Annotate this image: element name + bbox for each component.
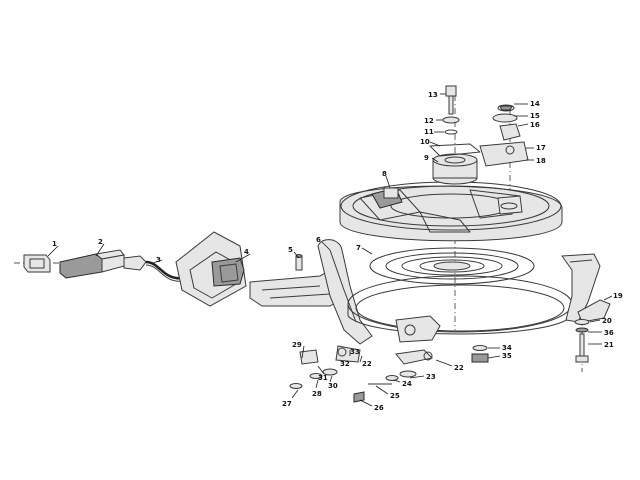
callout-20: 20 [602, 317, 612, 325]
part-10-plate [429, 143, 481, 157]
callout-19: 19 [613, 292, 623, 300]
part-5-pin [295, 254, 303, 271]
callout-24: 24 [402, 380, 412, 388]
callout-22a: 22 [454, 364, 464, 372]
callout-17: 17 [536, 144, 546, 152]
callout-16: 16 [530, 121, 540, 129]
callout-32: 32 [340, 360, 350, 368]
callout-12: 12 [424, 117, 434, 125]
callout-10: 10 [420, 138, 430, 146]
callout-22b: 22 [362, 360, 372, 368]
callout-7: 7 [356, 244, 361, 252]
callout-5: 5 [288, 246, 293, 254]
leader-lines [47, 93, 613, 407]
parts-34-35-nut [471, 345, 489, 363]
part-7-spring [369, 247, 535, 285]
part-1-bracket [23, 254, 51, 273]
part-3-cable [123, 255, 197, 282]
callout-27: 27 [282, 400, 292, 408]
callout-23: 23 [426, 373, 436, 381]
callout-33: 33 [350, 348, 360, 356]
callout-34: 34 [502, 344, 512, 352]
callout-8: 8 [382, 170, 387, 178]
callout-3: 3 [156, 256, 161, 264]
part-13-bolt [445, 85, 457, 115]
part-9-hub [432, 153, 478, 185]
callout-13: 13 [428, 91, 438, 99]
callout-25: 25 [390, 392, 400, 400]
callout-28: 28 [312, 390, 322, 398]
part-callouts: 1 2 3 4 5 6 7 8 9 10 11 12 13 14 15 16 1… [52, 91, 623, 412]
callout-31: 31 [318, 374, 328, 382]
callout-21: 21 [604, 341, 614, 349]
callout-9: 9 [424, 154, 429, 162]
frame-bracket [249, 239, 601, 345]
parts-20-21-36-fasteners [574, 319, 590, 363]
callout-2: 2 [98, 238, 103, 246]
callout-26: 26 [374, 404, 384, 412]
callout-11: 11 [424, 128, 434, 136]
callout-14: 14 [530, 100, 540, 108]
callout-6: 6 [316, 236, 321, 244]
callout-30: 30 [328, 382, 338, 390]
part-2-connector [59, 249, 125, 279]
callout-15: 15 [530, 112, 540, 120]
callout-4: 4 [244, 248, 249, 256]
parts-14-18-assembly [479, 104, 529, 215]
callout-36: 36 [604, 329, 614, 337]
part-8-disc [339, 181, 563, 242]
parts-11-12-washers [442, 116, 460, 135]
callout-29: 29 [292, 341, 302, 349]
callout-1: 1 [52, 240, 57, 248]
callout-18: 18 [536, 157, 546, 165]
part-4-housing [175, 231, 247, 307]
callout-35: 35 [502, 352, 512, 360]
parts-22-33-small-hardware [289, 345, 434, 403]
